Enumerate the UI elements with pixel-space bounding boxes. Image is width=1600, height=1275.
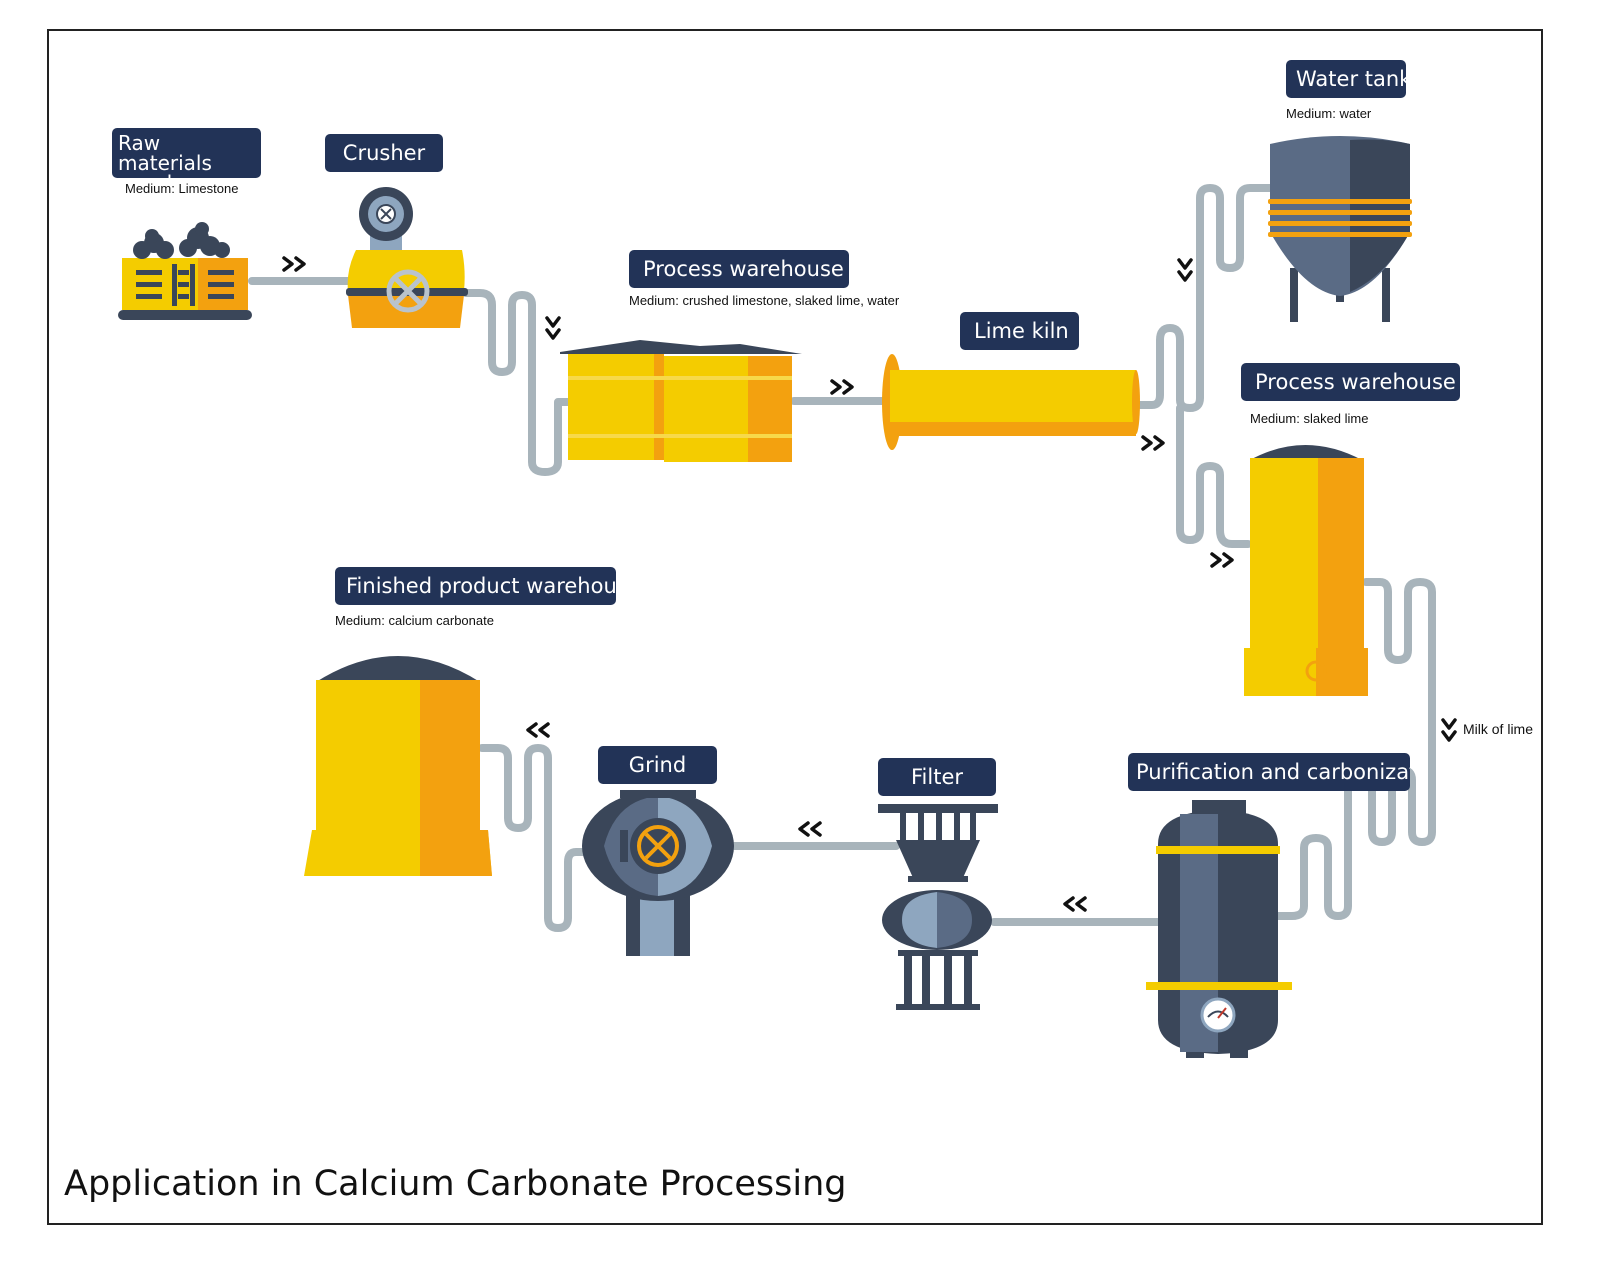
finished-product-warehouse-icon <box>304 656 492 876</box>
pipe-to-slaked-warehouse <box>1176 404 1252 548</box>
milk-of-lime-note: Milk of lime <box>1463 721 1534 737</box>
arrow-icon <box>798 821 822 837</box>
crusher-icon <box>346 187 468 328</box>
process-warehouse-1-medium: Medium: crushed limestone, slaked lime, … <box>629 293 900 308</box>
raw-materials-title: Raw materials warehouse <box>112 128 261 178</box>
diagram-caption: Application in Calcium Carbonate Process… <box>64 1164 847 1204</box>
arrow-icon <box>1141 435 1165 451</box>
pipe-kiln-to-water-tank <box>1134 184 1274 412</box>
water-tank-title: Water tank <box>1286 60 1406 98</box>
process-warehouse-2-medium: Medium: slaked lime <box>1250 411 1369 426</box>
raw-materials-medium: Medium: Limestone <box>125 181 239 196</box>
water-tank-icon <box>1268 136 1412 322</box>
process-warehouse-1-title: Process warehouse <box>629 250 849 288</box>
arrow-icon <box>545 316 561 340</box>
arrow-icon <box>1177 258 1193 282</box>
grind-title: Grind <box>598 746 717 784</box>
arrow-icon <box>526 722 550 738</box>
finished-product-title: Finished product warehouse <box>335 567 616 605</box>
purification-tank-icon <box>1146 800 1292 1058</box>
lime-kiln-icon <box>882 354 1140 450</box>
flow-arrows <box>282 256 1457 912</box>
process-warehouse-1-icon <box>560 340 802 462</box>
raw-materials-warehouse-icon <box>118 222 252 320</box>
purification-title: Purification and carbonization <box>1128 753 1410 791</box>
arrow-icon <box>1210 552 1234 568</box>
arrow-icon <box>282 256 306 272</box>
diagram-frame <box>47 29 1543 1225</box>
filter-icon <box>878 804 998 1010</box>
lime-kiln-title: Lime kiln <box>960 312 1079 350</box>
water-tank-medium: Medium: water <box>1286 106 1372 121</box>
filter-title: Filter <box>878 758 996 796</box>
arrow-icon <box>1063 896 1087 912</box>
pipe-slaked-to-purification <box>1274 578 1436 920</box>
finished-product-medium: Medium: calcium carbonate <box>335 613 494 628</box>
process-warehouse-2-icon <box>1244 445 1368 696</box>
arrow-icon <box>830 379 854 395</box>
pipe-grind-to-finished <box>478 744 588 932</box>
arrow-icon <box>1441 718 1457 742</box>
pipe-crusher-to-warehouse <box>462 289 572 476</box>
crusher-title: Crusher <box>325 134 443 172</box>
process-warehouse-2-title: Process warehouse <box>1241 363 1460 401</box>
pipes <box>248 184 1436 932</box>
grinder-icon <box>582 790 734 956</box>
